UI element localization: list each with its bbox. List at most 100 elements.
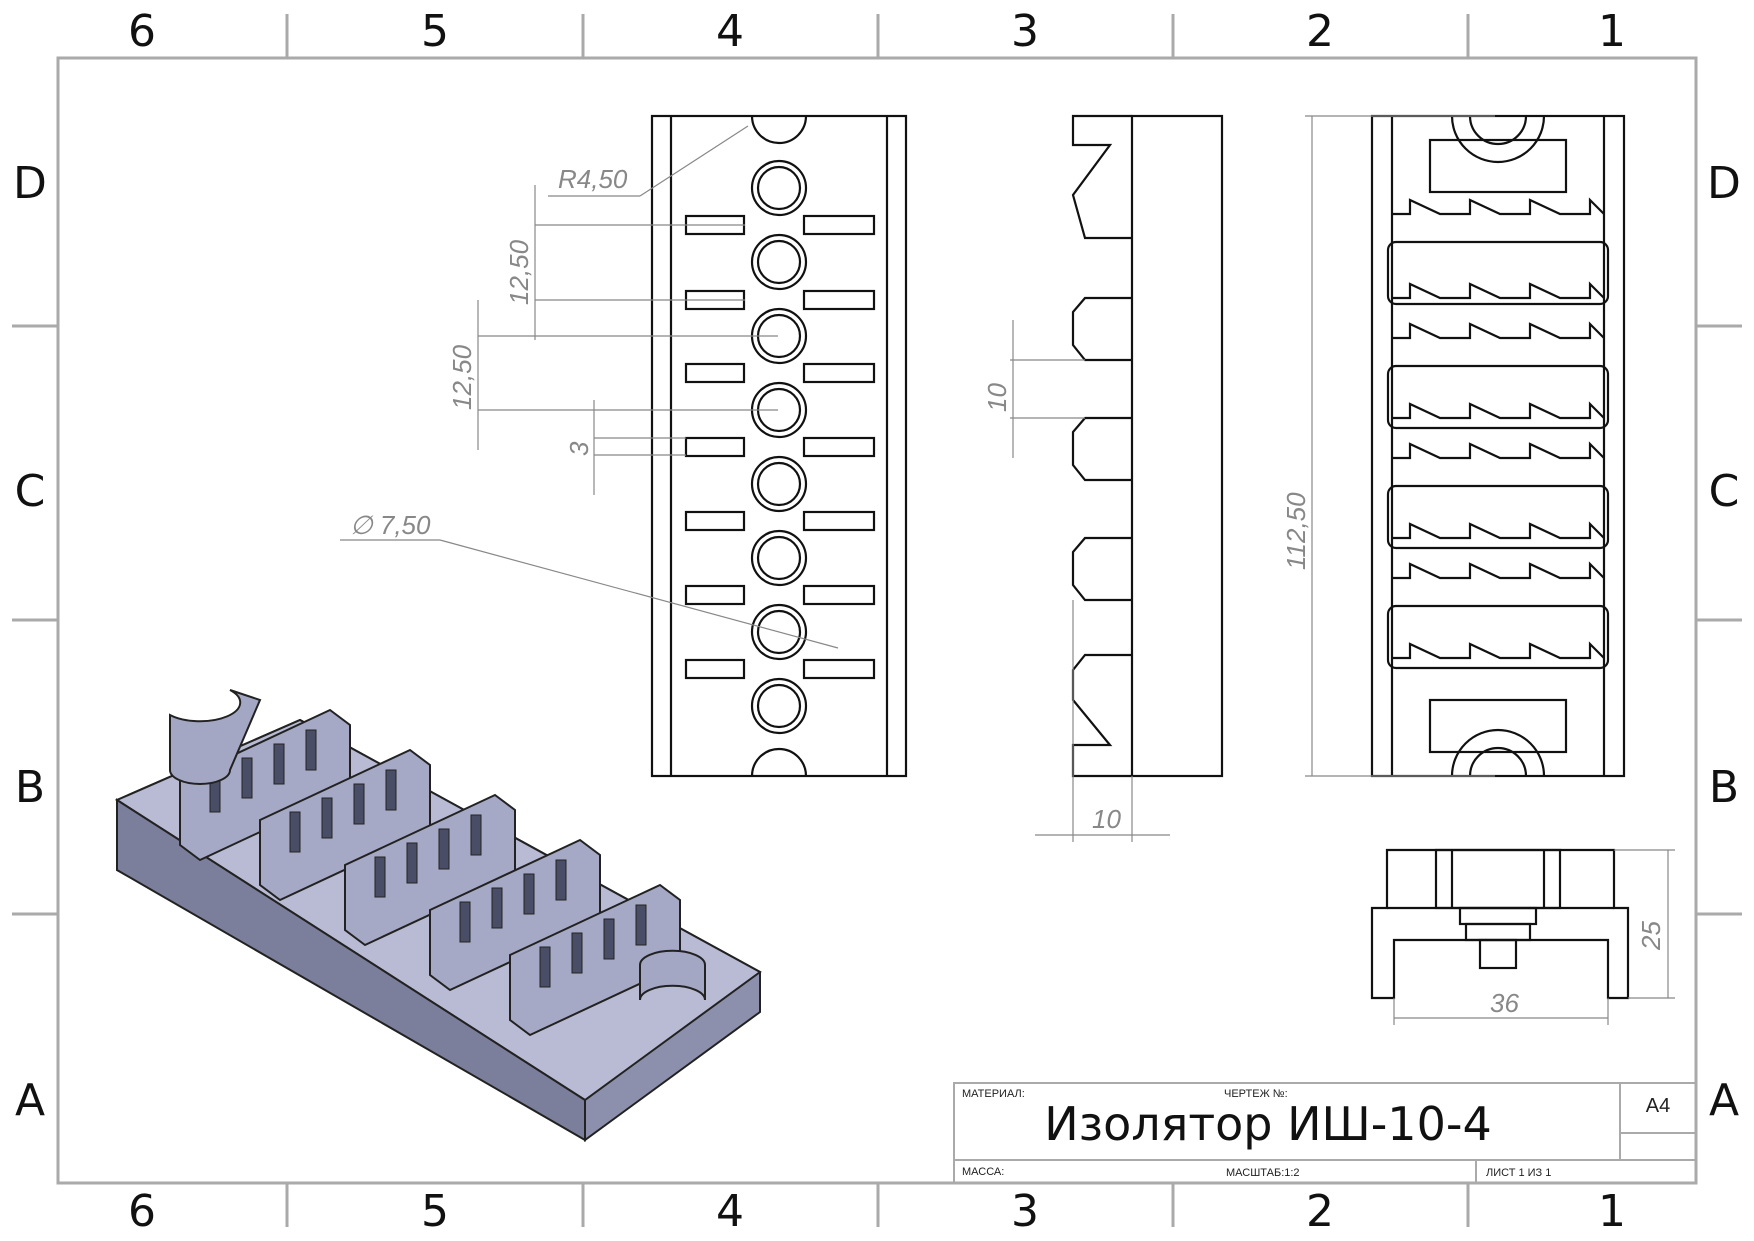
slot-right [802,214,876,236]
iso-comb-tooth [438,828,450,870]
dim-hole-diameter: ∅ 7,50 [350,510,431,540]
slot-left [684,362,746,384]
slot-right [802,436,876,458]
slot-left [684,510,746,532]
drawing-title: Изолятор ИШ-10-4 [1044,1097,1491,1151]
dim-end-height: 25 [1636,921,1666,951]
comb-row [1392,197,1605,216]
scale-label: МАСШТАБ:1:2 [1226,1167,1300,1179]
hole-outer [750,455,808,513]
hole-inner [756,461,802,507]
title-block [953,1082,1697,1184]
hole-inner [756,683,802,729]
end-view [1370,848,1630,1000]
zone-col-4-top: 4 [716,6,744,57]
top-view [650,114,908,778]
zone-col-6-top: 6 [128,6,156,57]
top-view-dimensions: R4,50 12,50 12,50 3 ∅ 7,50 [340,125,839,649]
bottom-view-dimensions: 112,50 [1281,115,1495,777]
zone-col-5-bottom: 5 [421,1186,449,1237]
hole-outer [750,677,808,735]
bottom-view [1370,114,1626,778]
zone-col-4-bottom: 4 [716,1186,744,1237]
zone-col-1-bottom: 1 [1598,1186,1626,1237]
zone-col-3-top: 3 [1011,6,1039,57]
iso-comb-tooth [374,856,386,898]
dim-pitch-1: 12,50 [504,239,534,305]
iso-comb-tooth [385,769,397,811]
sheet-number-label: ЛИСТ 1 ИЗ 1 [1486,1167,1551,1179]
iso-comb-tooth [321,797,333,839]
comb-row [1392,561,1605,580]
zone-row-c-right: C [1709,466,1740,517]
comb-row [1392,441,1605,460]
hole-inner [756,239,802,285]
iso-comb-tooth [273,743,285,785]
slot-right [802,510,876,532]
channel [1386,240,1610,306]
side-view-dimensions: 10 10 [982,320,1170,842]
zone-row-b-left: B [15,762,45,813]
iso-comb-tooth [635,904,647,946]
iso-comb-tooth [353,783,365,825]
zone-row-b-right: B [1709,762,1739,813]
hole-outer [750,529,808,587]
hole-inner [756,165,802,211]
hole-inner [756,535,802,581]
comb-row [1392,281,1605,300]
iso-comb-tooth [539,946,551,988]
slot-right [802,658,876,680]
iso-comb-tooth [406,842,418,884]
zone-row-d-left: D [13,158,47,209]
zone-col-1-top: 1 [1598,6,1626,57]
zone-col-2-top: 2 [1306,6,1334,57]
zone-row-a-right: A [1709,1075,1739,1126]
iso-comb-tooth [470,814,482,856]
slot-left [684,436,746,458]
zone-col-3-bottom: 3 [1011,1186,1039,1237]
comb-row [1392,401,1605,420]
side-view [1071,114,1224,778]
dim-side-pitch: 10 [982,383,1012,412]
drawing-frame [56,56,1698,1185]
iso-comb-tooth [289,811,301,853]
drawing-number-label: ЧЕРТЕЖ №: [1224,1088,1288,1100]
channel [1386,364,1610,430]
dim-slot-width: 3 [564,441,594,456]
slot-left [684,584,746,606]
dim-pitch-2: 12,50 [447,344,477,410]
comb-row [1392,321,1605,340]
slot-left [684,658,746,680]
zone-ticks [12,14,1742,1227]
hole-outer [750,233,808,291]
dim-side-depth: 10 [1092,804,1121,834]
iso-comb-tooth [491,887,503,929]
slot-right [802,584,876,606]
mass-label: МАССА: [962,1166,1004,1178]
sheet-format: А4 [1646,1095,1670,1117]
zone-row-c-left: C [15,466,46,517]
iso-comb-tooth [555,859,567,901]
zone-col-6-bottom: 6 [128,1186,156,1237]
dim-end-width: 36 [1490,988,1519,1018]
dim-overall-length: 112,50 [1281,492,1311,570]
material-label: МАТЕРИАЛ: [962,1088,1025,1100]
zone-row-d-right: D [1707,158,1741,209]
zone-col-2-bottom: 2 [1306,1186,1334,1237]
iso-comb-tooth [571,932,583,974]
comb-row [1392,641,1605,660]
zone-row-a-left: A [15,1075,45,1126]
hole-outer [750,159,808,217]
hole-inner [756,609,802,655]
isometric-view [114,689,762,1142]
dim-radius: R4,50 [558,164,628,194]
iso-comb-tooth [459,901,471,943]
slot-right [802,362,876,384]
iso-comb-tooth [305,729,317,771]
iso-comb-tooth [603,918,615,960]
slot-right [802,289,876,311]
iso-comb-tooth [241,757,253,799]
hole-outer [750,603,808,661]
channel [1386,604,1610,670]
